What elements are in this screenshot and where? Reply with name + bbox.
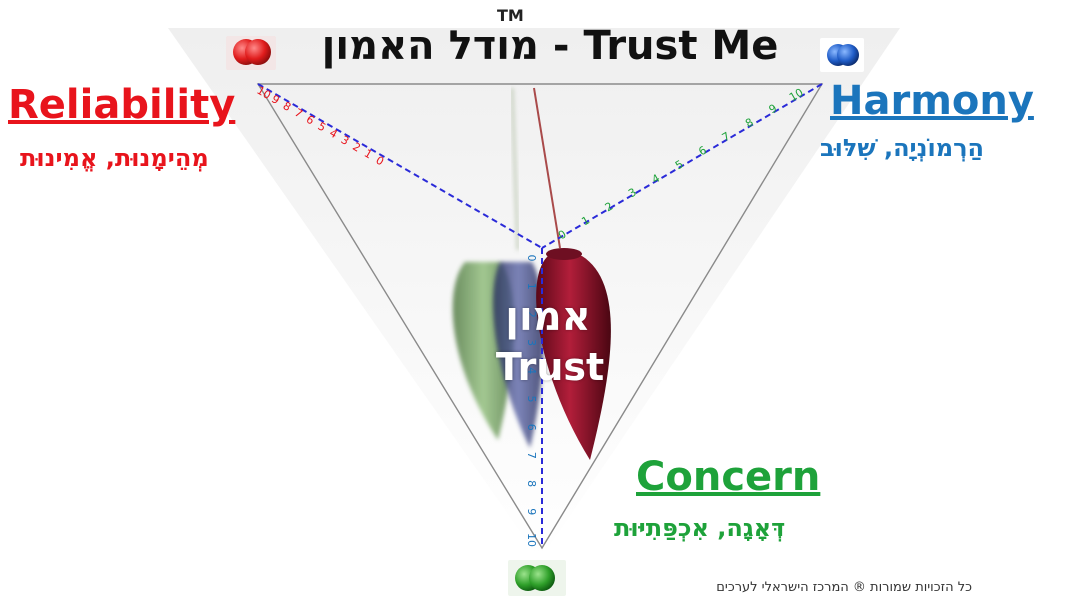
pendulum-bob-red bbox=[536, 256, 611, 460]
triangle-outline bbox=[256, 83, 824, 550]
harmony-label: Harmony bbox=[830, 78, 1034, 124]
axis-harmony bbox=[541, 83, 823, 249]
pendulum-bob-blue bbox=[493, 262, 544, 448]
ticksBottom-tick: 5 bbox=[525, 396, 538, 403]
reliability-hebrew-label: מְהֵימָנוּת, אֱמִינוּת bbox=[20, 144, 209, 172]
ticksRight-tick: 10 bbox=[787, 86, 806, 104]
ticksBottom-tick: 4 bbox=[525, 367, 538, 374]
green-balls-icon bbox=[508, 560, 566, 596]
concern-scale-ticks: 0 1 2 3 4 5 6 7 8 9 10 bbox=[525, 255, 538, 548]
harmony-hebrew-label: הַרְמוֹנְיָה, שִׁלּוּב bbox=[820, 134, 985, 162]
pendulum-string-red bbox=[533, 87, 561, 249]
ticksBottom-tick: 7 bbox=[525, 452, 538, 459]
copyright-notice: כל הזכויות שמורות ® המרכז הישראלי לערכים bbox=[716, 580, 972, 595]
ticksBottom-tick: 0 bbox=[525, 255, 538, 262]
trademark-symbol: TM bbox=[497, 6, 524, 25]
ticksBottom-tick: 9 bbox=[525, 508, 538, 515]
ticksBottom-tick: 3 bbox=[525, 339, 538, 346]
ticksBottom-tick: 6 bbox=[525, 424, 538, 431]
center-trust-english: Trust bbox=[495, 345, 605, 389]
ticksLeft-tick: 10 bbox=[254, 84, 273, 102]
reliability-label: Reliability bbox=[8, 82, 236, 128]
red-balls-icon bbox=[226, 36, 276, 70]
concern-label: Concern bbox=[636, 454, 821, 500]
axis-reliability bbox=[257, 83, 543, 249]
ticksBottom-tick: 8 bbox=[525, 480, 538, 487]
blue-balls-icon bbox=[820, 38, 864, 72]
concern-hebrew-label: דְּאָגָה, אִכְפַּתִיּוּת bbox=[614, 514, 786, 542]
center-trust-hebrew: אמון bbox=[505, 294, 591, 340]
pendulum-string-green bbox=[510, 87, 520, 251]
ticksBottom-tick: 1 bbox=[525, 283, 538, 290]
ticksBottom-tick: 2 bbox=[525, 311, 538, 318]
ticksBottom-tick: 10 bbox=[525, 533, 538, 547]
pendulum-bob-cap bbox=[546, 248, 582, 260]
diagram-title: מודל האמון - Trust Me bbox=[321, 23, 779, 69]
